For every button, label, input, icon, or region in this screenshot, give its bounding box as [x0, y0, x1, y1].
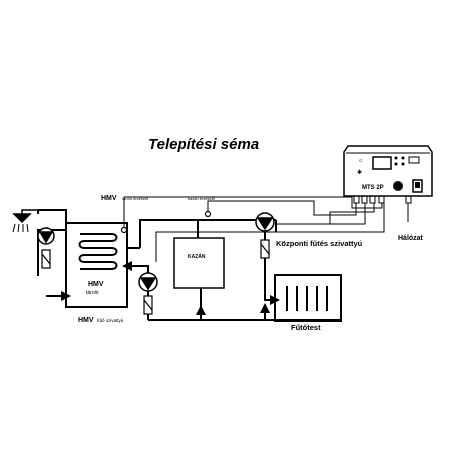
tank-sublabel: tároló	[86, 290, 99, 296]
hmv-pump-label: HMV	[78, 317, 94, 324]
dhw-circulation-pump-icon	[37, 227, 55, 245]
hmv-tank: HMV tároló	[65, 222, 128, 308]
wire-hmv-sensor	[123, 196, 383, 227]
wire-hmv-pump	[155, 203, 385, 262]
shower-icon	[12, 209, 38, 233]
heating-coil	[78, 233, 118, 270]
radiator-label: Fűtőtest	[291, 323, 321, 332]
wire-boiler-sensor	[207, 200, 357, 216]
pipe-hot-out	[37, 229, 66, 276]
radiator	[274, 274, 342, 322]
check-valve-left-icon	[41, 249, 51, 269]
diagram-title: Telepítési séma	[148, 136, 259, 153]
central-heating-pump-icon	[255, 212, 275, 232]
pipe-coil-return	[122, 261, 149, 273]
hmv-sensor-label: HMV	[101, 195, 117, 202]
boiler: KAZÁN	[173, 220, 225, 320]
boiler-label: KAZÁN	[188, 253, 206, 260]
piping	[37, 209, 341, 321]
wiring	[123, 196, 409, 262]
tank-label: HMV	[88, 281, 104, 288]
boiler-sensor-icon	[204, 210, 212, 218]
check-valve-central-icon	[260, 239, 270, 259]
check-valve-hmv-icon	[143, 295, 153, 315]
controller-body	[343, 145, 433, 197]
power-switch-icon	[412, 179, 423, 193]
central-pump-label: Központi fűtés szivattyú	[276, 239, 363, 248]
hmv-sensor-icon	[120, 226, 128, 234]
svg-text:☼: ☼	[358, 158, 364, 164]
svg-text:✱: ✱	[357, 169, 362, 176]
controller-button	[408, 156, 420, 164]
hmv-sensor-sublabel: tároló érzékelő	[122, 196, 149, 201]
hmv-pump-sublabel: fűtő szivattyú	[97, 318, 124, 323]
controller-unit: ☼ ✱ MTS 2P	[343, 145, 433, 204]
controller-model: MTS 2P	[362, 185, 384, 191]
boiler-sensor-label: kazán érzékelő	[188, 196, 216, 201]
wire-central-pump	[276, 203, 366, 225]
hmv-heating-pump-icon	[138, 272, 158, 292]
boiler-body	[173, 237, 225, 289]
pipe-supply-left	[139, 219, 198, 248]
controller-knob	[393, 181, 403, 191]
network-label: Hálózat	[398, 235, 424, 242]
controller-display	[372, 156, 392, 170]
